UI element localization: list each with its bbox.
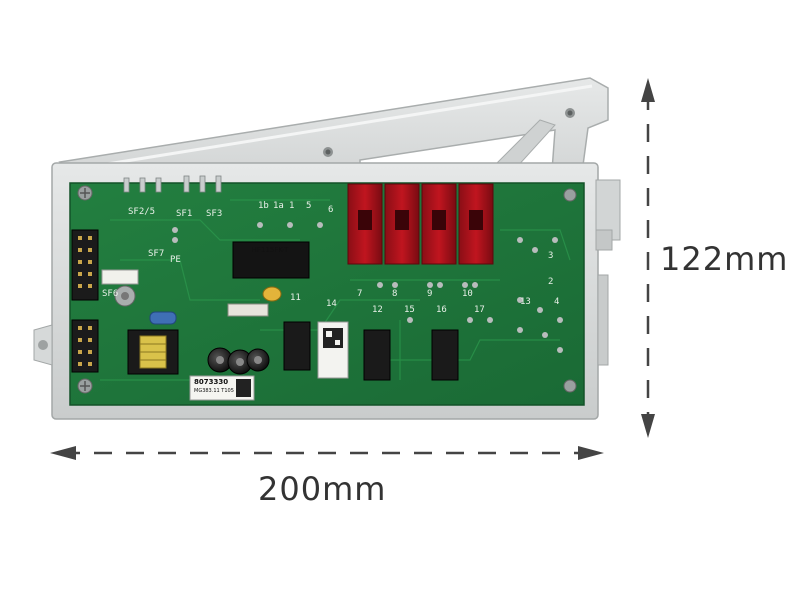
silk-1b: 1b xyxy=(258,201,269,211)
transformer xyxy=(127,329,179,375)
silk-14: 14 xyxy=(326,299,337,309)
silk-7: 7 xyxy=(357,289,362,299)
board-screws xyxy=(77,185,577,394)
silk-2: 2 xyxy=(548,277,553,287)
height-dimension-label: 122mm xyxy=(660,240,789,278)
ribbon-connector-top xyxy=(71,229,99,301)
solder-pads xyxy=(172,222,563,353)
small-relay-label: HF115FK-T xyxy=(252,246,289,254)
silk-16: 16 xyxy=(436,305,447,315)
silk-sf3: SF3 xyxy=(206,209,222,219)
silk-1a: 1a xyxy=(273,201,284,211)
triac-relays xyxy=(283,321,459,381)
silk-sf1: SF1 xyxy=(176,209,192,219)
jst-connector xyxy=(101,269,139,285)
silk-3: 3 xyxy=(548,251,553,261)
height-dimension-arrow xyxy=(641,78,655,438)
silk-sf25: SF2/5 xyxy=(128,207,155,217)
silk-sf7: SF7 xyxy=(148,249,164,259)
silk-pe: PE xyxy=(170,255,181,265)
circuit-board: HF115FK-T xyxy=(69,175,585,406)
silk-4: 4 xyxy=(554,297,559,307)
silk-15: 15 xyxy=(404,305,415,315)
electrolytic-capacitors xyxy=(207,347,270,375)
silk-5: 5 xyxy=(306,201,311,211)
blue-capacitor xyxy=(149,311,177,325)
power-relays xyxy=(347,183,494,265)
model-code: MG383.11 T105 xyxy=(194,388,234,394)
silk-11: 11 xyxy=(290,293,301,303)
silk-13: 13 xyxy=(520,297,531,307)
silk-8: 8 xyxy=(392,289,397,299)
silk-sf6: SF6 xyxy=(102,289,118,299)
part-sticker: 8073330 MG383.11 T105 xyxy=(189,375,255,401)
power-resistor xyxy=(227,303,269,317)
width-dimension-arrow xyxy=(50,446,604,460)
silkscreen-labels: SF2/5 SF1 SF3 SF7 SF6 PE 1b 1a 1 5 6 7 8… xyxy=(102,201,559,315)
silk-9: 9 xyxy=(427,289,432,299)
barcode-label xyxy=(317,321,349,379)
small-relay: HF115FK-T xyxy=(232,241,310,279)
silk-12: 12 xyxy=(372,305,383,315)
part-number: 8073330 xyxy=(194,378,228,386)
silk-1: 1 xyxy=(289,201,294,211)
ribbon-connector-bottom xyxy=(71,319,99,373)
silk-6: 6 xyxy=(328,205,333,215)
silk-17: 17 xyxy=(474,305,485,315)
silk-10: 10 xyxy=(462,289,473,299)
spade-terminals xyxy=(123,175,222,193)
yellow-capacitor xyxy=(262,286,282,302)
width-dimension-label: 200mm xyxy=(258,470,387,508)
